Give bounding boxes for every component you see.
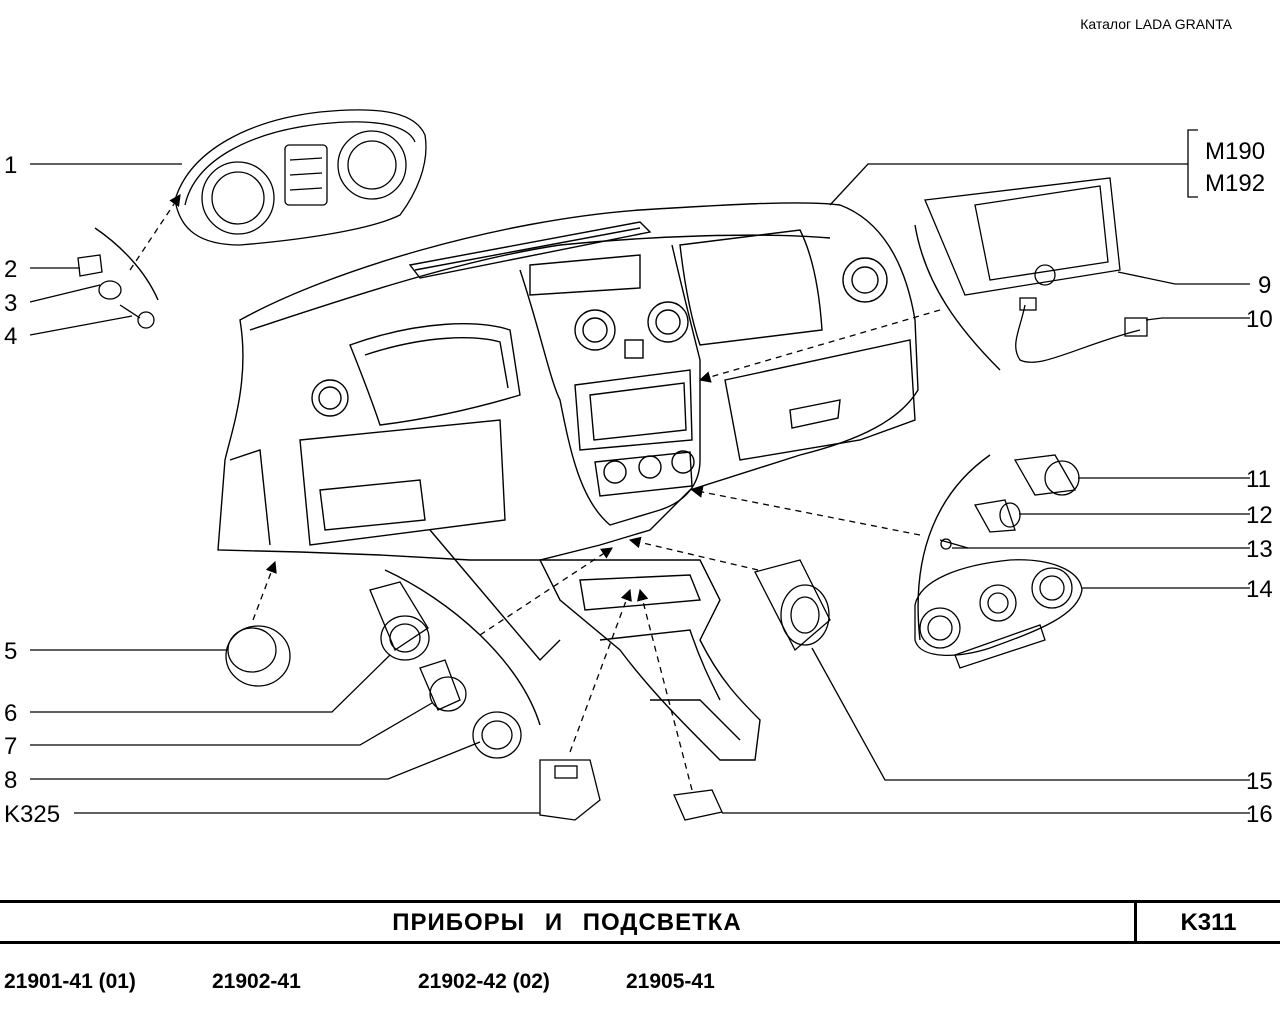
model-code-3: 21902-42 (02) <box>418 970 550 993</box>
callout-1: 1 <box>4 152 17 179</box>
assembly-arrows <box>129 194 941 791</box>
callout-12: 12 <box>1246 502 1273 529</box>
callout-10: 10 <box>1246 306 1273 333</box>
parts-diagram: 1 2 3 4 5 6 7 8 K325 M190 M192 9 10 11 1… <box>4 109 1273 828</box>
model-code-2: 21902-41 <box>212 970 301 993</box>
section-code: K311 <box>1180 909 1237 936</box>
right-callouts: M190 M192 9 10 11 12 13 14 15 16 <box>1205 138 1273 828</box>
switches-drawing <box>225 454 1083 821</box>
callout-13: 13 <box>1246 536 1273 563</box>
callout-11: 11 <box>1246 466 1271 493</box>
left-callouts: 1 2 3 4 5 6 7 8 K325 <box>4 152 60 828</box>
callout-m190: M190 <box>1205 138 1265 165</box>
callout-5: 5 <box>4 638 17 665</box>
instrument-cluster-drawing <box>174 109 427 246</box>
title-divider <box>1134 903 1137 941</box>
leader-lines <box>29 129 1250 814</box>
callout-8: 8 <box>4 767 17 794</box>
callout-k325: K325 <box>4 801 60 828</box>
grouping-arcs <box>94 224 1001 726</box>
catalog-title: Каталог LADA GRANTA <box>1080 16 1232 32</box>
callout-2: 2 <box>4 256 17 283</box>
dashboard-drawing <box>217 202 919 761</box>
callout-16: 16 <box>1246 801 1273 828</box>
model-code-4: 21905-41 <box>626 970 715 993</box>
callout-m192: M192 <box>1205 170 1265 197</box>
title-block: ПРИБОРЫ И ПОДСВЕТКА K311 <box>0 900 1280 944</box>
callout-6: 6 <box>4 700 17 727</box>
callout-4: 4 <box>4 323 17 350</box>
display-unit-drawing <box>924 177 1148 363</box>
section-title: ПРИБОРЫ И ПОДСВЕТКА <box>392 909 742 936</box>
callout-7: 7 <box>4 733 17 760</box>
callout-15: 15 <box>1246 768 1273 795</box>
clip-bolt-drawing <box>77 254 155 329</box>
callout-14: 14 <box>1246 576 1273 603</box>
callout-3: 3 <box>4 290 17 317</box>
callout-9: 9 <box>1258 272 1271 299</box>
model-code-1: 21901-41 (01) <box>4 970 136 993</box>
